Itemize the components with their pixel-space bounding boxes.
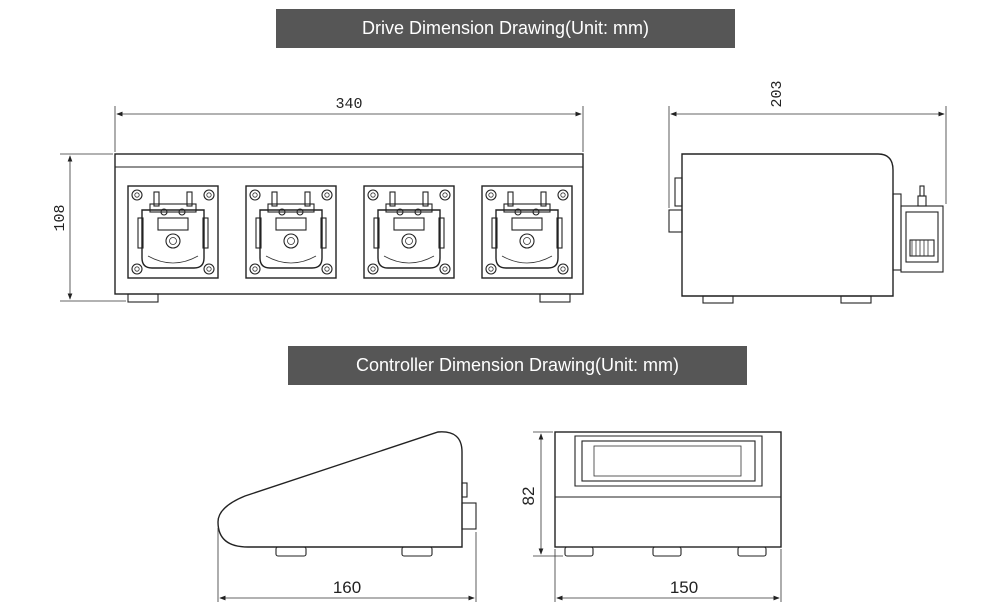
drive-width-label: 340 [335, 96, 362, 113]
controller-front-view [554, 431, 782, 557]
drive-section-title: Drive Dimension Drawing(Unit: mm) [276, 9, 735, 48]
controller-width-dimension: 150 [554, 549, 782, 602]
drive-depth-dimension: 203 [668, 80, 947, 208]
controller-height-dimension: 82 [519, 431, 563, 557]
pump-heads-row [127, 185, 573, 279]
drive-side-view [668, 153, 944, 304]
pump-head [245, 185, 337, 279]
pump-head [127, 185, 219, 279]
drive-height-label: 108 [52, 204, 69, 231]
drive-height-dimension: 108 [52, 153, 126, 302]
controller-depth-dimension: 160 [217, 528, 477, 602]
controller-section-title: Controller Dimension Drawing(Unit: mm) [288, 346, 747, 385]
drive-depth-label: 203 [769, 80, 786, 107]
pump-head [363, 185, 455, 279]
controller-side-view [217, 431, 477, 557]
controller-depth-label: 160 [333, 578, 361, 597]
drive-front-view [114, 153, 584, 303]
controller-height-label: 82 [519, 487, 538, 506]
pump-head [481, 185, 573, 279]
drive-width-dimension: 340 [114, 96, 584, 152]
controller-width-label: 150 [670, 578, 698, 597]
